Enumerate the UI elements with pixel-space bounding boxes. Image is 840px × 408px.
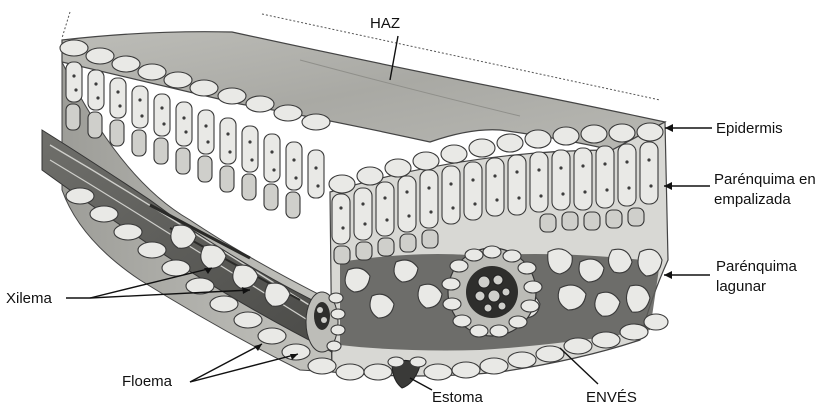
label-parenquima-empalizada-line2: empalizada xyxy=(714,191,791,208)
label-haz: HAZ xyxy=(370,15,400,32)
label-epidermis: Epidermis xyxy=(716,120,783,137)
label-enves: ENVÉS xyxy=(586,389,637,406)
label-xilema: Xilema xyxy=(6,290,53,307)
label-parenquima-lagunar-line1: Parénquima xyxy=(716,258,798,275)
label-parenquima-lagunar-line2: lagunar xyxy=(716,278,766,295)
label-estoma: Estoma xyxy=(432,389,484,406)
label-floema: Floema xyxy=(122,373,173,390)
label-parenquima-empalizada-line1: Parénquima en xyxy=(714,171,816,188)
